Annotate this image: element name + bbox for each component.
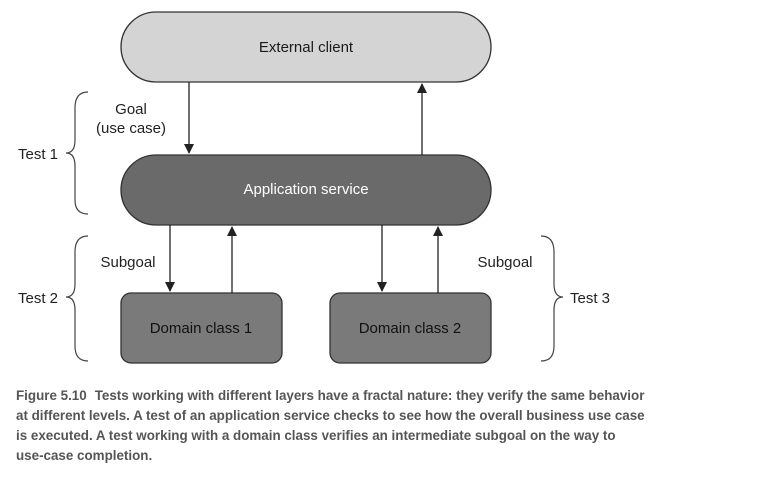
figure-number: Figure 5.10 <box>16 388 87 403</box>
goal-usecase-label: (use case) <box>96 120 166 137</box>
subgoal-right-label: Subgoal <box>477 254 532 271</box>
test2-label: Test 2 <box>18 290 58 307</box>
test3-label: Test 3 <box>570 290 610 307</box>
figure-caption-text: Tests working with different layers have… <box>16 388 645 463</box>
application-service-node: Application service <box>120 154 492 226</box>
external-client-node: External client <box>120 11 492 83</box>
goal-label: Goal <box>115 101 147 118</box>
domain-class-1-node: Domain class 1 <box>120 292 283 364</box>
domain-class-1-label: Domain class 1 <box>150 320 253 337</box>
test1-label: Test 1 <box>18 146 58 163</box>
fractal-tests-diagram: External client Application service Doma… <box>18 11 610 364</box>
external-client-label: External client <box>259 39 354 56</box>
brace-test1 <box>65 91 89 215</box>
brace-test3 <box>540 235 564 362</box>
domain-class-2-label: Domain class 2 <box>359 320 462 337</box>
brace-test2 <box>65 235 89 362</box>
domain-class-2-node: Domain class 2 <box>329 292 492 364</box>
subgoal-left-label: Subgoal <box>100 254 155 271</box>
application-service-label: Application service <box>243 181 368 198</box>
